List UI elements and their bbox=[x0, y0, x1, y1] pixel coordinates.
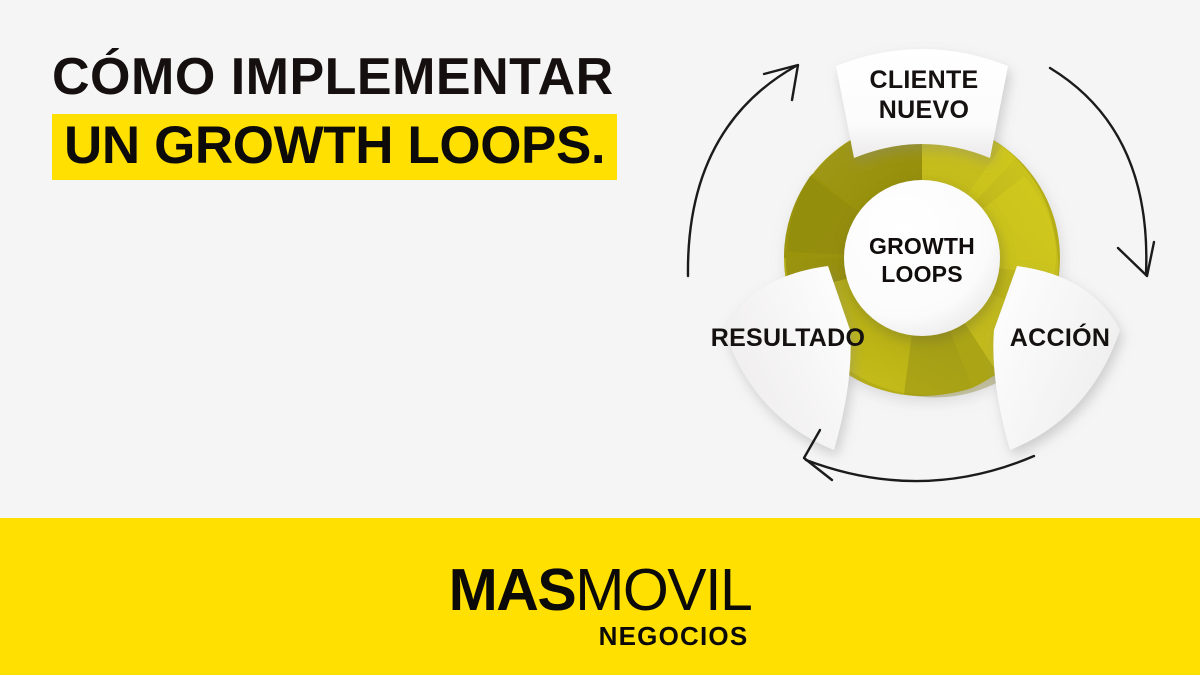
logo-movil-text: MOVIL bbox=[575, 557, 753, 623]
arrow-bottom-left-icon bbox=[804, 454, 1036, 483]
logo-negocios-text: NEGOCIOS bbox=[598, 621, 749, 651]
arrow-left-up-icon bbox=[686, 64, 798, 278]
wedge-cliente-nuevo[interactable] bbox=[836, 49, 1008, 158]
center-label-line1: GROWTH bbox=[869, 233, 975, 259]
headline-highlight-wrap: UN GROWTH LOOPS. bbox=[52, 114, 618, 180]
logo-wordmark: MASMOVIL bbox=[448, 557, 753, 623]
wedge-label-accion: ACCIÓN bbox=[1010, 322, 1110, 352]
wedge-resultado[interactable] bbox=[724, 266, 851, 450]
wedge-label-cliente-nuevo-line2: NUEVO bbox=[879, 96, 969, 124]
wedge-label-resultado: RESULTADO bbox=[711, 324, 866, 352]
logo-mas-text: MAS bbox=[448, 557, 577, 623]
headline-line-1: CÓMO IMPLEMENTAR bbox=[52, 48, 614, 106]
masmovil-logo: MASMOVIL NEGOCIOS bbox=[0, 560, 1200, 650]
headline-block: CÓMO IMPLEMENTAR UN GROWTH LOOPS. bbox=[52, 48, 672, 180]
growth-loops-diagram: CLIENTE NUEVO ACCIÓN RESULTADO GROWTH LO… bbox=[672, 8, 1172, 508]
footer-yellow-band: MASMOVIL NEGOCIOS bbox=[0, 518, 1200, 675]
center-label-line2: LOOPS bbox=[881, 261, 963, 287]
arrow-bottom-left-head-icon bbox=[802, 428, 834, 482]
wedge-label-cliente-nuevo-line1: CLIENTE bbox=[869, 66, 978, 94]
diagram-center-circle bbox=[844, 180, 1000, 336]
headline-line-2-highlighted: UN GROWTH LOOPS. bbox=[52, 114, 618, 180]
arrow-right-down-head-icon bbox=[1116, 240, 1156, 278]
wedge-accion[interactable] bbox=[993, 266, 1120, 450]
arrow-right-down-icon bbox=[1048, 66, 1148, 276]
arrow-left-up-head-icon bbox=[762, 63, 800, 102]
